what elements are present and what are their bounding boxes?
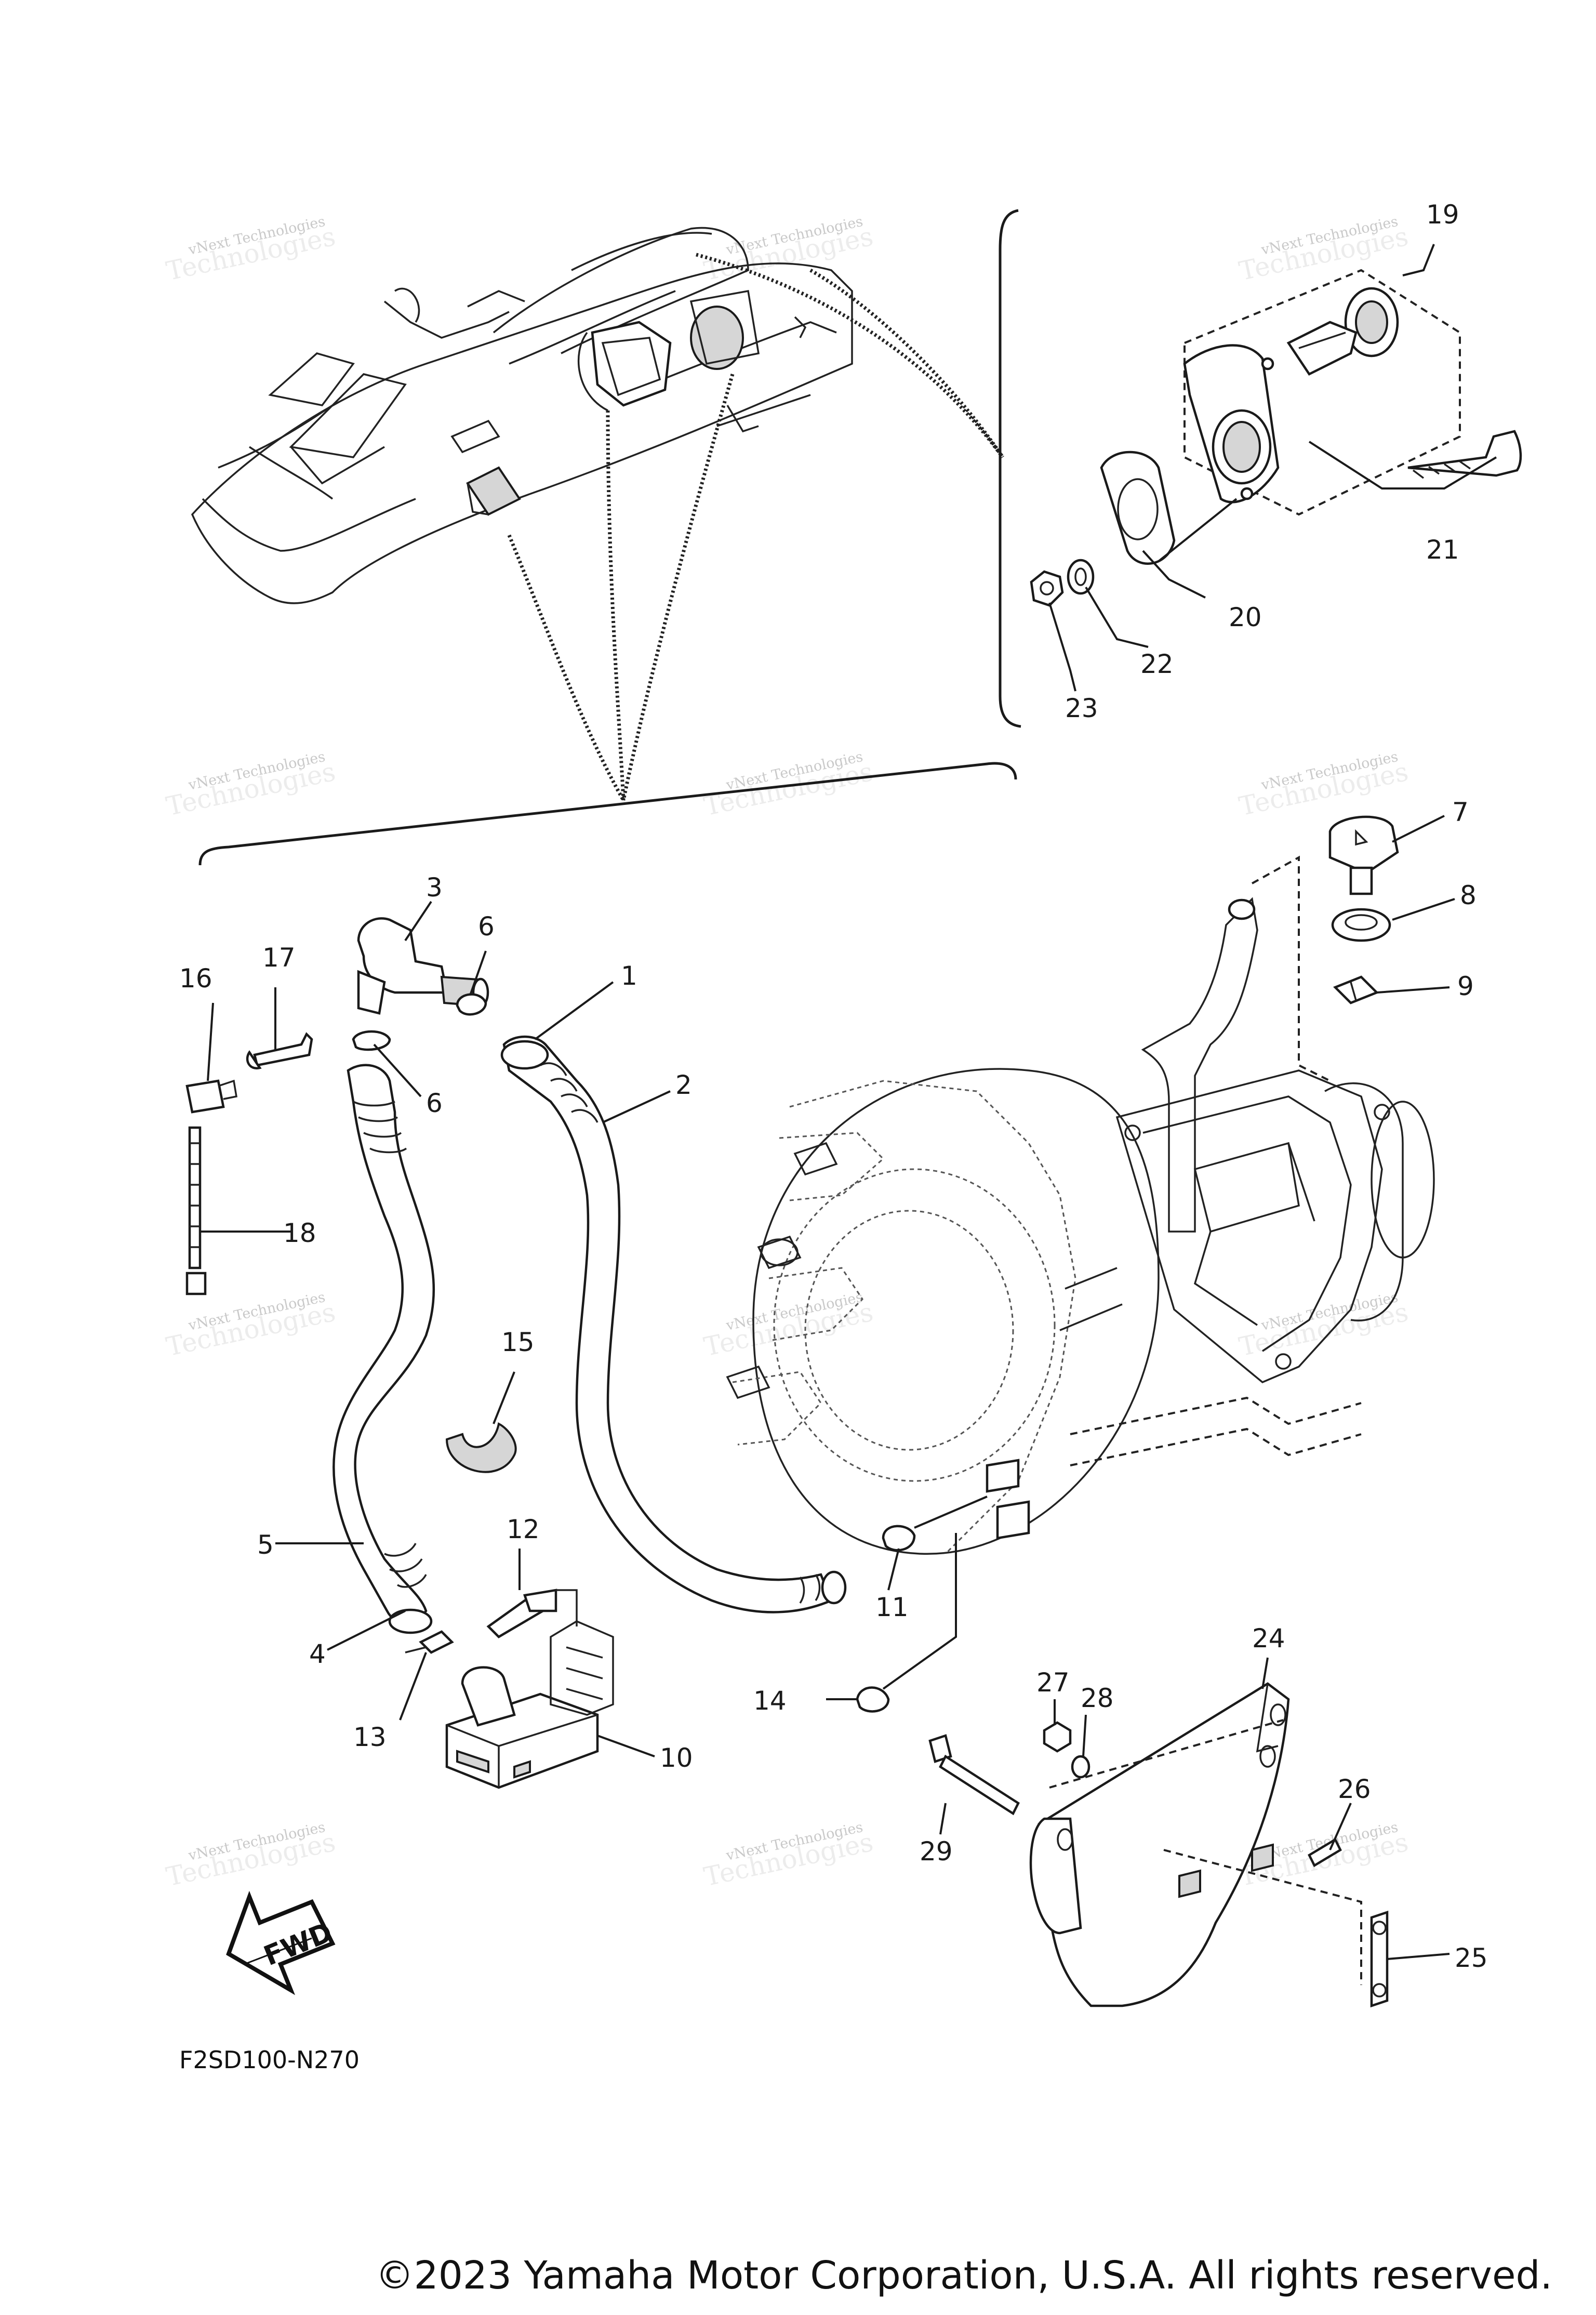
callout-15: 15 — [501, 1327, 535, 1357]
watercraft-overview — [191, 227, 853, 604]
callout-25: 25 — [1455, 1943, 1488, 1973]
callout-18: 18 — [283, 1218, 316, 1248]
fwd-arrow: FWD — [226, 1890, 337, 1995]
callout-14: 14 — [753, 1686, 787, 1716]
callout-17: 17 — [262, 943, 296, 973]
pointer-lines — [507, 253, 1004, 801]
callout-16: 16 — [179, 963, 212, 994]
callout-28: 28 — [1081, 1683, 1114, 1713]
callout-20: 20 — [1229, 602, 1262, 632]
callout-9: 9 — [1457, 971, 1474, 1001]
callout-6: 6 — [478, 911, 495, 942]
callout-5: 5 — [257, 1530, 274, 1560]
callout-2: 2 — [675, 1070, 692, 1100]
callout-13: 13 — [353, 1722, 387, 1752]
callout-19: 19 — [1426, 200, 1459, 230]
callout-26: 26 — [1338, 1774, 1371, 1804]
drain-plug-detail — [1030, 244, 1522, 692]
callout-4: 4 — [309, 1639, 326, 1669]
callout-labels: 1 2 3 4 5 6 6 7 8 9 10 11 12 13 14 15 16… — [179, 200, 1488, 1973]
callout-10: 10 — [660, 1743, 693, 1773]
bracket-lower — [198, 762, 1017, 866]
callout-29: 29 — [920, 1836, 953, 1867]
callout-7: 7 — [1452, 797, 1469, 827]
callout-24: 24 — [1252, 1623, 1285, 1653]
copyright-notice: ©2023 Yamaha Motor Corporation, U.S.A. A… — [375, 2253, 1552, 2298]
callout-27: 27 — [1036, 1668, 1070, 1698]
callout-11: 11 — [875, 1592, 909, 1622]
jet-pump-housing — [726, 897, 1435, 1555]
diagram-code: F2SD100-N270 — [179, 2046, 360, 2074]
callout-21: 21 — [1426, 535, 1459, 565]
callout-6b: 6 — [426, 1088, 443, 1118]
hoses-and-fittings — [185, 815, 1399, 2008]
callout-22: 22 — [1140, 649, 1174, 679]
callout-23: 23 — [1065, 693, 1098, 723]
callout-8: 8 — [1460, 880, 1477, 910]
callout-12: 12 — [507, 1514, 540, 1544]
leader-lines — [200, 815, 1455, 1960]
callout-1: 1 — [621, 961, 637, 991]
callout-3: 3 — [426, 872, 443, 903]
bracket-upper — [999, 209, 1021, 728]
